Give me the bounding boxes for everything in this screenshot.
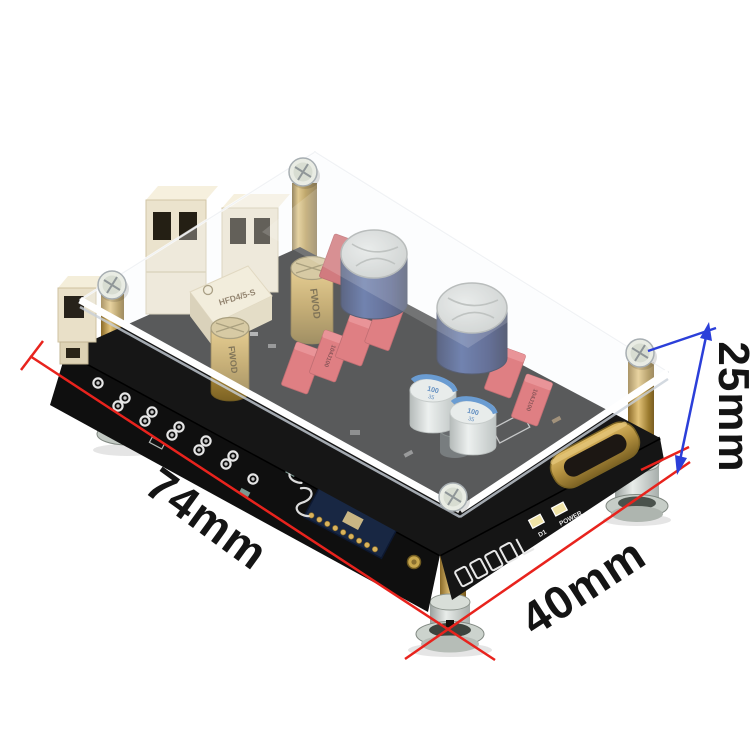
screw-right <box>625 338 657 370</box>
dimension-height-arrow-top <box>700 322 712 341</box>
smd-capacitor-value: 100 <box>426 386 439 396</box>
cover-screws <box>97 157 657 514</box>
acrylic-edge-front-right <box>458 369 670 513</box>
pcb-underside-right <box>440 438 664 600</box>
bt-led <box>527 513 546 530</box>
gold-capacitor-left: FWOD <box>210 316 250 402</box>
blue-capacitor-right <box>436 282 508 375</box>
film-capacitor: 104J100 <box>511 373 553 427</box>
standoff-back <box>292 183 317 257</box>
screw-back <box>288 157 320 189</box>
dimension-height: 25mm <box>647 322 750 475</box>
screw-left <box>97 270 129 302</box>
usb-c-port <box>549 421 641 489</box>
smd-capacitor-voltage: 35 <box>467 416 474 423</box>
dimension-width-line <box>404 460 691 661</box>
led-designator: D1 <box>537 529 548 539</box>
acrylic-cover <box>78 150 670 519</box>
dimension-label-height: 25mm <box>709 341 750 472</box>
dimension-height-arrow-bottom <box>675 455 687 475</box>
film-capacitors: 104J100 104J100 <box>281 233 553 427</box>
dimension-length-line <box>29 354 496 662</box>
gold-capacitor-right: FWOD <box>290 255 334 345</box>
smd-capacitors: 100 35 100 35 <box>409 374 498 458</box>
acrylic-glare <box>262 178 545 348</box>
smd-capacitor-2: 100 35 <box>449 396 498 456</box>
power-led <box>550 501 569 517</box>
gold-capacitor-label: FWOD <box>226 345 239 374</box>
gold-capacitor-label: FWOD <box>307 288 322 320</box>
screw-front <box>438 482 470 514</box>
smd-capacitor-voltage: 35 <box>427 394 434 401</box>
dimension-length-tick <box>20 340 44 371</box>
acrylic-edge-front-left <box>78 296 462 514</box>
smd-capacitor-value: 100 <box>466 408 479 418</box>
xh-connector-left <box>57 276 106 365</box>
smd-capacitor-1: 100 35 <box>409 374 458 434</box>
front-logo <box>454 538 535 588</box>
blue-capacitor-left <box>340 229 408 320</box>
dimension-height-line <box>677 331 709 466</box>
